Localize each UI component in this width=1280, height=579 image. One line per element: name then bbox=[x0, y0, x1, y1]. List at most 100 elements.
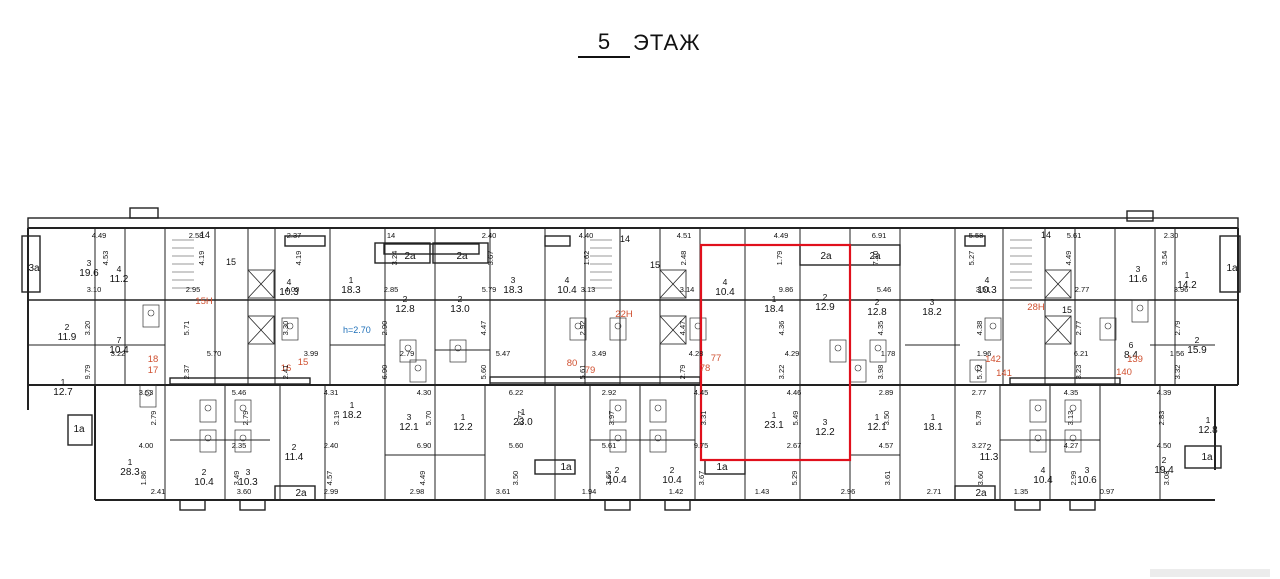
tower-cap bbox=[284, 235, 326, 247]
room-area: 19.4 bbox=[1154, 465, 1174, 476]
room-number: 4 bbox=[287, 277, 292, 287]
dimension-label: 5.27 bbox=[967, 251, 976, 266]
bathroom-fixture bbox=[984, 317, 1002, 341]
tower-cap bbox=[544, 235, 571, 247]
bathroom-fixture bbox=[649, 429, 667, 453]
bathroom-fixture bbox=[409, 359, 427, 383]
bathroom-fixture bbox=[569, 317, 587, 341]
room-label: 2а bbox=[975, 488, 987, 499]
dimension-label: 5.72 bbox=[975, 365, 984, 380]
dimension-label: 1.96 bbox=[977, 349, 992, 358]
dimension-label: 3.49 bbox=[592, 349, 607, 358]
apartment-number: 18 bbox=[148, 354, 159, 365]
room-area: 18.2 bbox=[342, 410, 362, 421]
sink bbox=[654, 404, 662, 412]
apartment-number: 79 bbox=[585, 365, 596, 376]
room-number: 1 bbox=[128, 457, 133, 467]
dimension-label: 2.77 bbox=[1074, 321, 1083, 336]
sink bbox=[239, 434, 247, 442]
room-number: 1 bbox=[772, 294, 777, 304]
room-number: 7 bbox=[117, 335, 122, 345]
room-area: 11.4 bbox=[285, 452, 304, 463]
bathroom-fixture bbox=[1064, 429, 1082, 453]
apartment-number: 28Н bbox=[1027, 302, 1045, 313]
stair-number: 15 bbox=[650, 260, 660, 270]
wall bbox=[247, 315, 275, 345]
room-number: 4 bbox=[985, 275, 990, 285]
dimension-label: 5.60 bbox=[479, 365, 488, 380]
dimension-label: 3.61 bbox=[496, 487, 511, 496]
dimension-label: 3.97 bbox=[607, 411, 616, 426]
dimension-label: 2.99 bbox=[1069, 471, 1078, 486]
sink bbox=[1034, 404, 1042, 412]
dimension-label: 2.40 bbox=[482, 231, 497, 240]
dimension-label: 4.36 bbox=[777, 321, 786, 336]
dimension-label: 3.96 bbox=[1174, 285, 1189, 294]
dimension-label: 4.29 bbox=[785, 349, 800, 358]
bathroom-fixture bbox=[1099, 317, 1117, 341]
dimension-label: 3.60 bbox=[976, 471, 985, 486]
room-area: 10.4 bbox=[715, 287, 735, 298]
dimension-label: 1.42 bbox=[669, 487, 684, 496]
walls bbox=[21, 207, 1241, 511]
dimension-label: 2.83 bbox=[1157, 411, 1166, 426]
dimension-label: 4.35 bbox=[876, 321, 885, 336]
corridor-rail bbox=[169, 377, 311, 385]
bay bbox=[239, 499, 266, 511]
room-area: 15.9 bbox=[1187, 345, 1207, 356]
dimension-label: 1.78 bbox=[881, 349, 896, 358]
tower-cap bbox=[129, 207, 159, 219]
dimension-label: 1.62 bbox=[582, 251, 591, 266]
room-number: 2 bbox=[403, 294, 408, 304]
dimension-label: 1.79 bbox=[775, 251, 784, 266]
dimension-label: 5.46 bbox=[232, 388, 247, 397]
sink bbox=[654, 434, 662, 442]
sink bbox=[1069, 434, 1077, 442]
room-label: 2а bbox=[820, 251, 832, 262]
room-area: 28.3 bbox=[120, 467, 140, 478]
dimension-label: 3.27 bbox=[972, 441, 987, 450]
bay bbox=[432, 242, 489, 264]
room-area: 12.8 bbox=[395, 304, 415, 315]
dimension-label: 1.43 bbox=[755, 487, 770, 496]
sink bbox=[239, 404, 247, 412]
dimension-label: 6.90 bbox=[417, 441, 432, 450]
outer-wall-top bbox=[27, 217, 1239, 229]
sink bbox=[144, 389, 152, 397]
dimension-label: 4.53 bbox=[101, 251, 110, 266]
bay bbox=[274, 485, 316, 501]
corridor-rail bbox=[489, 376, 701, 384]
dimension-label: 5.70 bbox=[424, 411, 433, 426]
room-area: 10.4 bbox=[662, 475, 682, 486]
dimension-label: 9.75 bbox=[694, 441, 709, 450]
tower-cap bbox=[383, 243, 480, 255]
dimension-label: 3.31 bbox=[699, 411, 708, 426]
dimension-label: 9.86 bbox=[779, 285, 794, 294]
room-label: 1а bbox=[716, 462, 728, 473]
room-number: 1 bbox=[1185, 270, 1190, 280]
dimension-label: 3.53 bbox=[139, 388, 154, 397]
room-area: 8.4 bbox=[1124, 350, 1138, 361]
dimension-label: 3.24 bbox=[390, 251, 399, 266]
apartment-number: 80 bbox=[567, 358, 578, 369]
dimension-label: 6.21 bbox=[1074, 349, 1089, 358]
dimension-label: 14 bbox=[387, 231, 395, 240]
dimension-label: 2.37 bbox=[182, 365, 191, 380]
dimension-label: 3.61 bbox=[883, 471, 892, 486]
bathroom-fixture bbox=[609, 429, 627, 453]
room-number: 2 bbox=[458, 294, 463, 304]
room-number: 2 bbox=[670, 465, 675, 475]
floor-title: 5 ЭТАЖ bbox=[578, 28, 708, 64]
sink bbox=[574, 322, 582, 330]
dimension-label: 2.40 bbox=[324, 441, 339, 450]
elevator-shaft bbox=[659, 269, 687, 299]
bay bbox=[374, 242, 431, 264]
room-area: 19.6 bbox=[79, 268, 99, 279]
dimension-label: 2.77 bbox=[1075, 285, 1090, 294]
dimension-label: 2.41 bbox=[281, 365, 290, 380]
wall bbox=[659, 269, 687, 299]
dimension-label: 3.60 bbox=[237, 487, 252, 496]
room-area: 12.8 bbox=[867, 307, 887, 318]
room-number: 4 bbox=[1041, 465, 1046, 475]
